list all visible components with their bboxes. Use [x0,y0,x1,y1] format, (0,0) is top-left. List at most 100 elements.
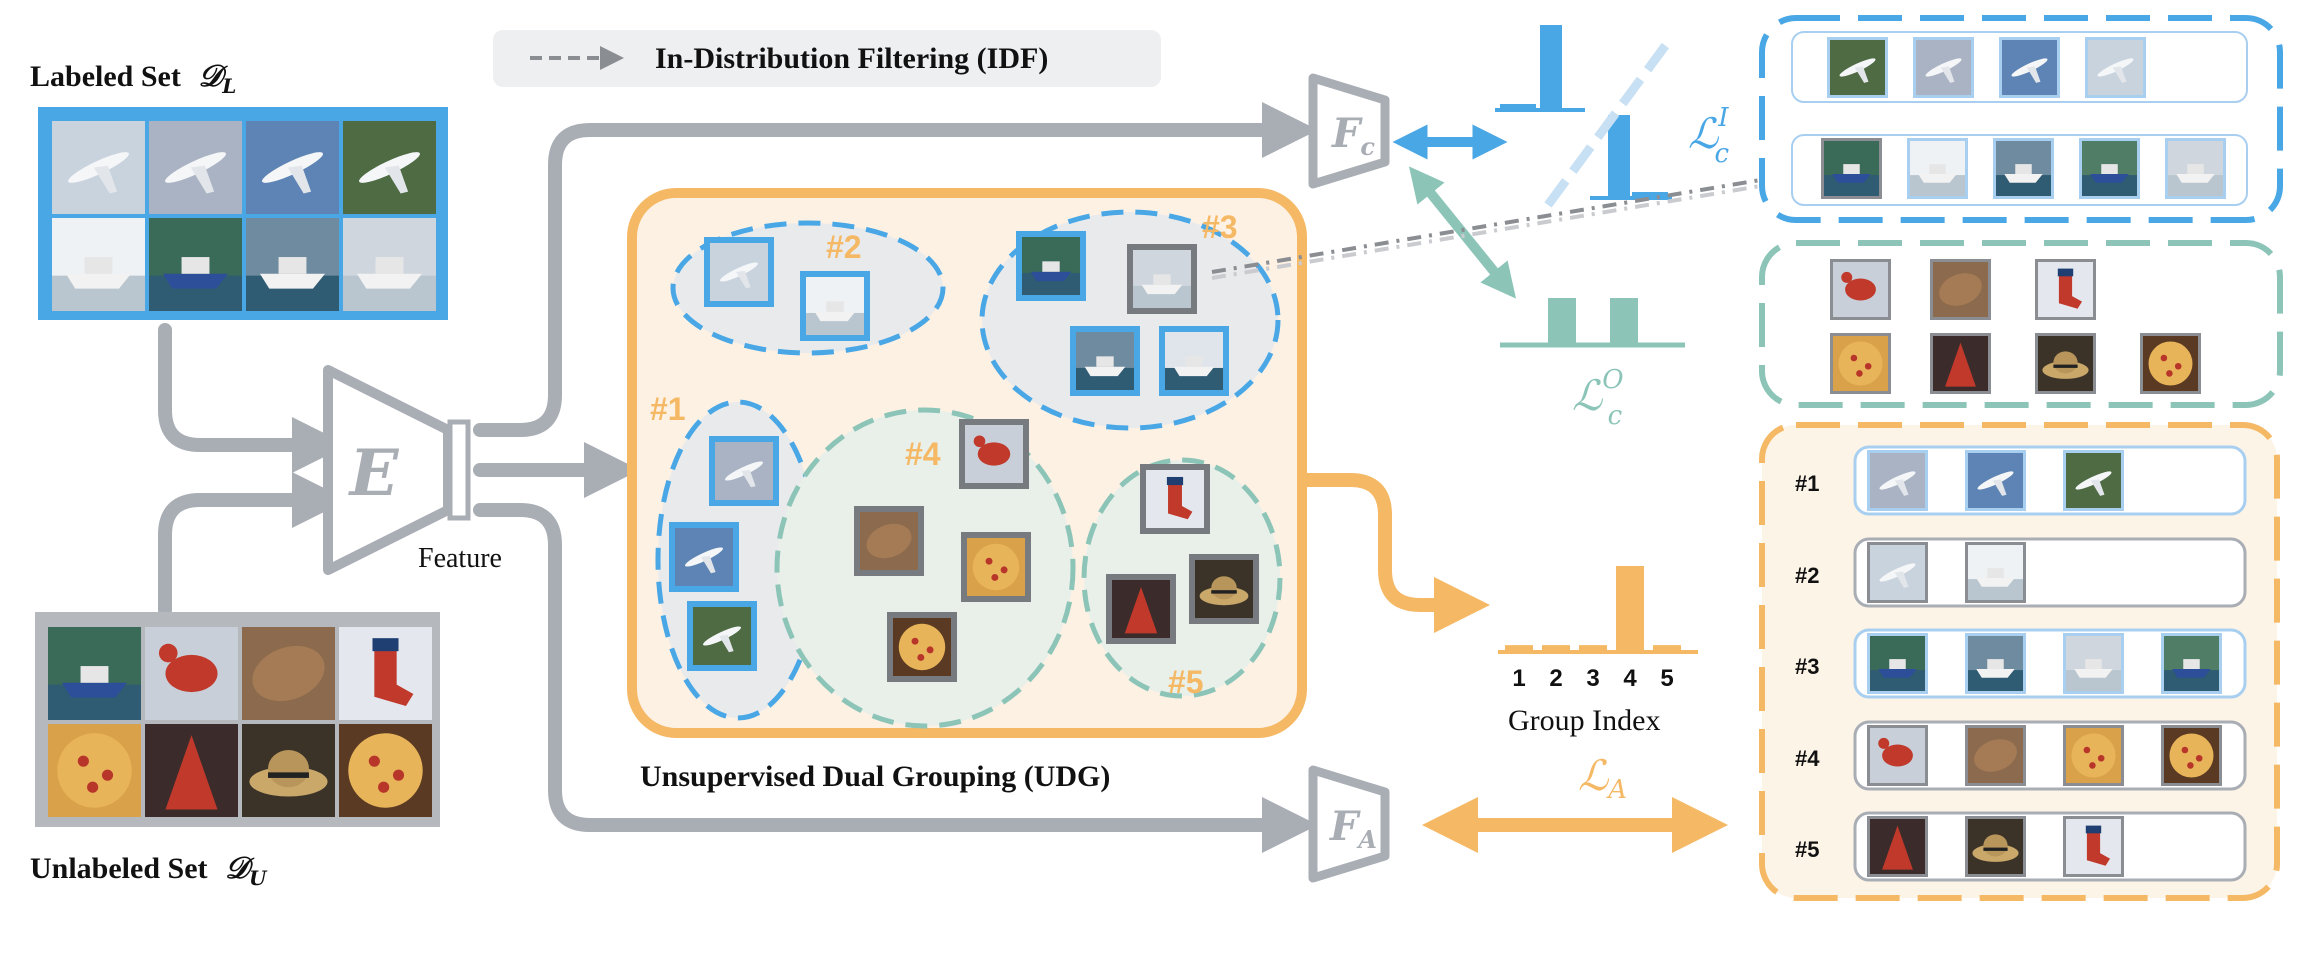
udg-thumbnails [669,231,1259,682]
feature-vector [447,419,471,521]
fa-label: FA [1329,803,1377,854]
yacht-thumbnail [2165,138,2226,199]
boat-2-thumbnail [2079,138,2140,199]
unlabeled-set-title: Unlabeled Set 𝒟U [30,851,268,890]
ship-thumbnail [800,271,870,341]
speedboat-thumbnail [246,218,339,311]
labeled-image-grid [52,121,436,311]
hat-thumbnail [1965,816,2026,877]
la-label: ℒA [1578,751,1627,805]
out-distribution-histogram [1500,298,1685,348]
group-bar-5 [1653,645,1681,652]
speedboat-thumbnail [1993,138,2054,199]
group-bar-3 [1579,645,1607,652]
yacht-thumbnail [1127,244,1197,314]
group-index-label: Group Index [1508,704,1660,737]
boat-thumbnail [1867,633,1928,694]
pizza-2-thumbnail [887,612,957,682]
jet-thumbnail [1827,37,1888,98]
row-tag-1: #1 [1795,471,1819,496]
airliner-thumbnail [1913,37,1974,98]
yacht-thumbnail [343,218,436,311]
feature-label: Feature [418,543,502,574]
pizza-thumbnail [961,532,1031,602]
bread-thumbnail [242,627,335,720]
airplane-thumbnail [52,121,145,214]
row-tag-5: #5 [1795,837,1819,862]
dress-thumbnail [1106,574,1176,644]
airplane-thumbnail [1867,542,1928,603]
fighter-jet-thumbnail [246,121,339,214]
bread-thumbnail [1965,725,2026,786]
idf-legend-text: In-Distribution Filtering (IDF) [655,42,1048,75]
group-tick-1: 1 [1512,665,1525,692]
unlabeled-set: Unlabeled Set 𝒟U [30,612,440,890]
group-tick-4: 4 [1623,665,1637,692]
stocking-thumbnail [2035,259,2096,320]
labeled-set-title: Labeled Set 𝒟L [30,59,236,98]
stocking-thumbnail [339,627,432,720]
udg-panel: #2 #3 #1 #4 #5 Unsupervised Dual Groupin… [627,188,1307,793]
stocking-thumbnail [2063,816,2124,877]
ship-thumbnail [1965,542,2026,603]
airliner-thumbnail [149,121,242,214]
jet-thumbnail [343,121,436,214]
hat-thumbnail [2035,333,2096,394]
row-tag-3: #3 [1795,654,1819,679]
fighter-jet-thumbnail [669,522,739,592]
hat-thumbnail [1189,554,1259,624]
pizza-2-thumbnail [2140,333,2201,394]
pizza-2-thumbnail [339,724,432,817]
hat-thumbnail [242,724,335,817]
lobster-thumbnail [1867,725,1928,786]
cluster-3-tag: #3 [1202,209,1238,245]
fc-label: Fc [1331,110,1375,161]
boat-thumbnail [149,218,242,311]
jet-thumbnail [687,601,757,671]
group-bar-1 [1505,645,1533,652]
encoder: E Feature [323,365,502,575]
group-bar-4 [1616,566,1644,652]
row-tag-4: #4 [1795,746,1820,771]
jet-thumbnail [2063,450,2124,511]
idf-legend: In-Distribution Filtering (IDF) [493,30,1161,87]
pizza-2-thumbnail [2161,725,2222,786]
bread-thumbnail [854,506,924,576]
boat-thumbnail [48,627,141,720]
idf-divider [1544,39,1672,208]
pizza-thumbnail [1830,333,1891,394]
cluster-1-tag: #1 [650,391,686,427]
lco-arrow [1408,166,1517,299]
ship-thumbnail [1907,138,1968,199]
yacht-thumbnail [2063,633,2124,694]
stocking-thumbnail [1140,464,1210,534]
pizza-thumbnail [2063,725,2124,786]
cluster-5-tag: #5 [1168,664,1204,700]
fc-head: Fc [1308,73,1390,189]
dress-thumbnail [1930,333,1991,394]
flow-arrows [158,102,1318,853]
cluster-4-tag: #4 [905,436,941,472]
lobster-thumbnail [145,627,238,720]
right-panel-thumbnails [1821,37,2226,877]
in-distribution-histograms [1495,25,1672,208]
fighter-jet-thumbnail [1965,450,2026,511]
airliner-thumbnail [1867,450,1928,511]
ship-2-thumbnail [1159,326,1229,396]
unlabeled-image-grid [48,627,432,817]
cluster-2-tag: #2 [826,229,862,265]
lobster-thumbnail [959,419,1029,489]
boat-2-thumbnail [2161,633,2222,694]
group-tick-5: 5 [1660,665,1673,692]
fa-head: FA [1308,765,1390,883]
airplane-thumbnail [704,237,774,307]
airplane-thumbnail [2085,37,2146,98]
bread-thumbnail [1930,259,1991,320]
udg-title: Unsupervised Dual Grouping (UDG) [640,760,1110,793]
group-bar-2 [1542,645,1570,652]
ship-thumbnail [52,218,145,311]
